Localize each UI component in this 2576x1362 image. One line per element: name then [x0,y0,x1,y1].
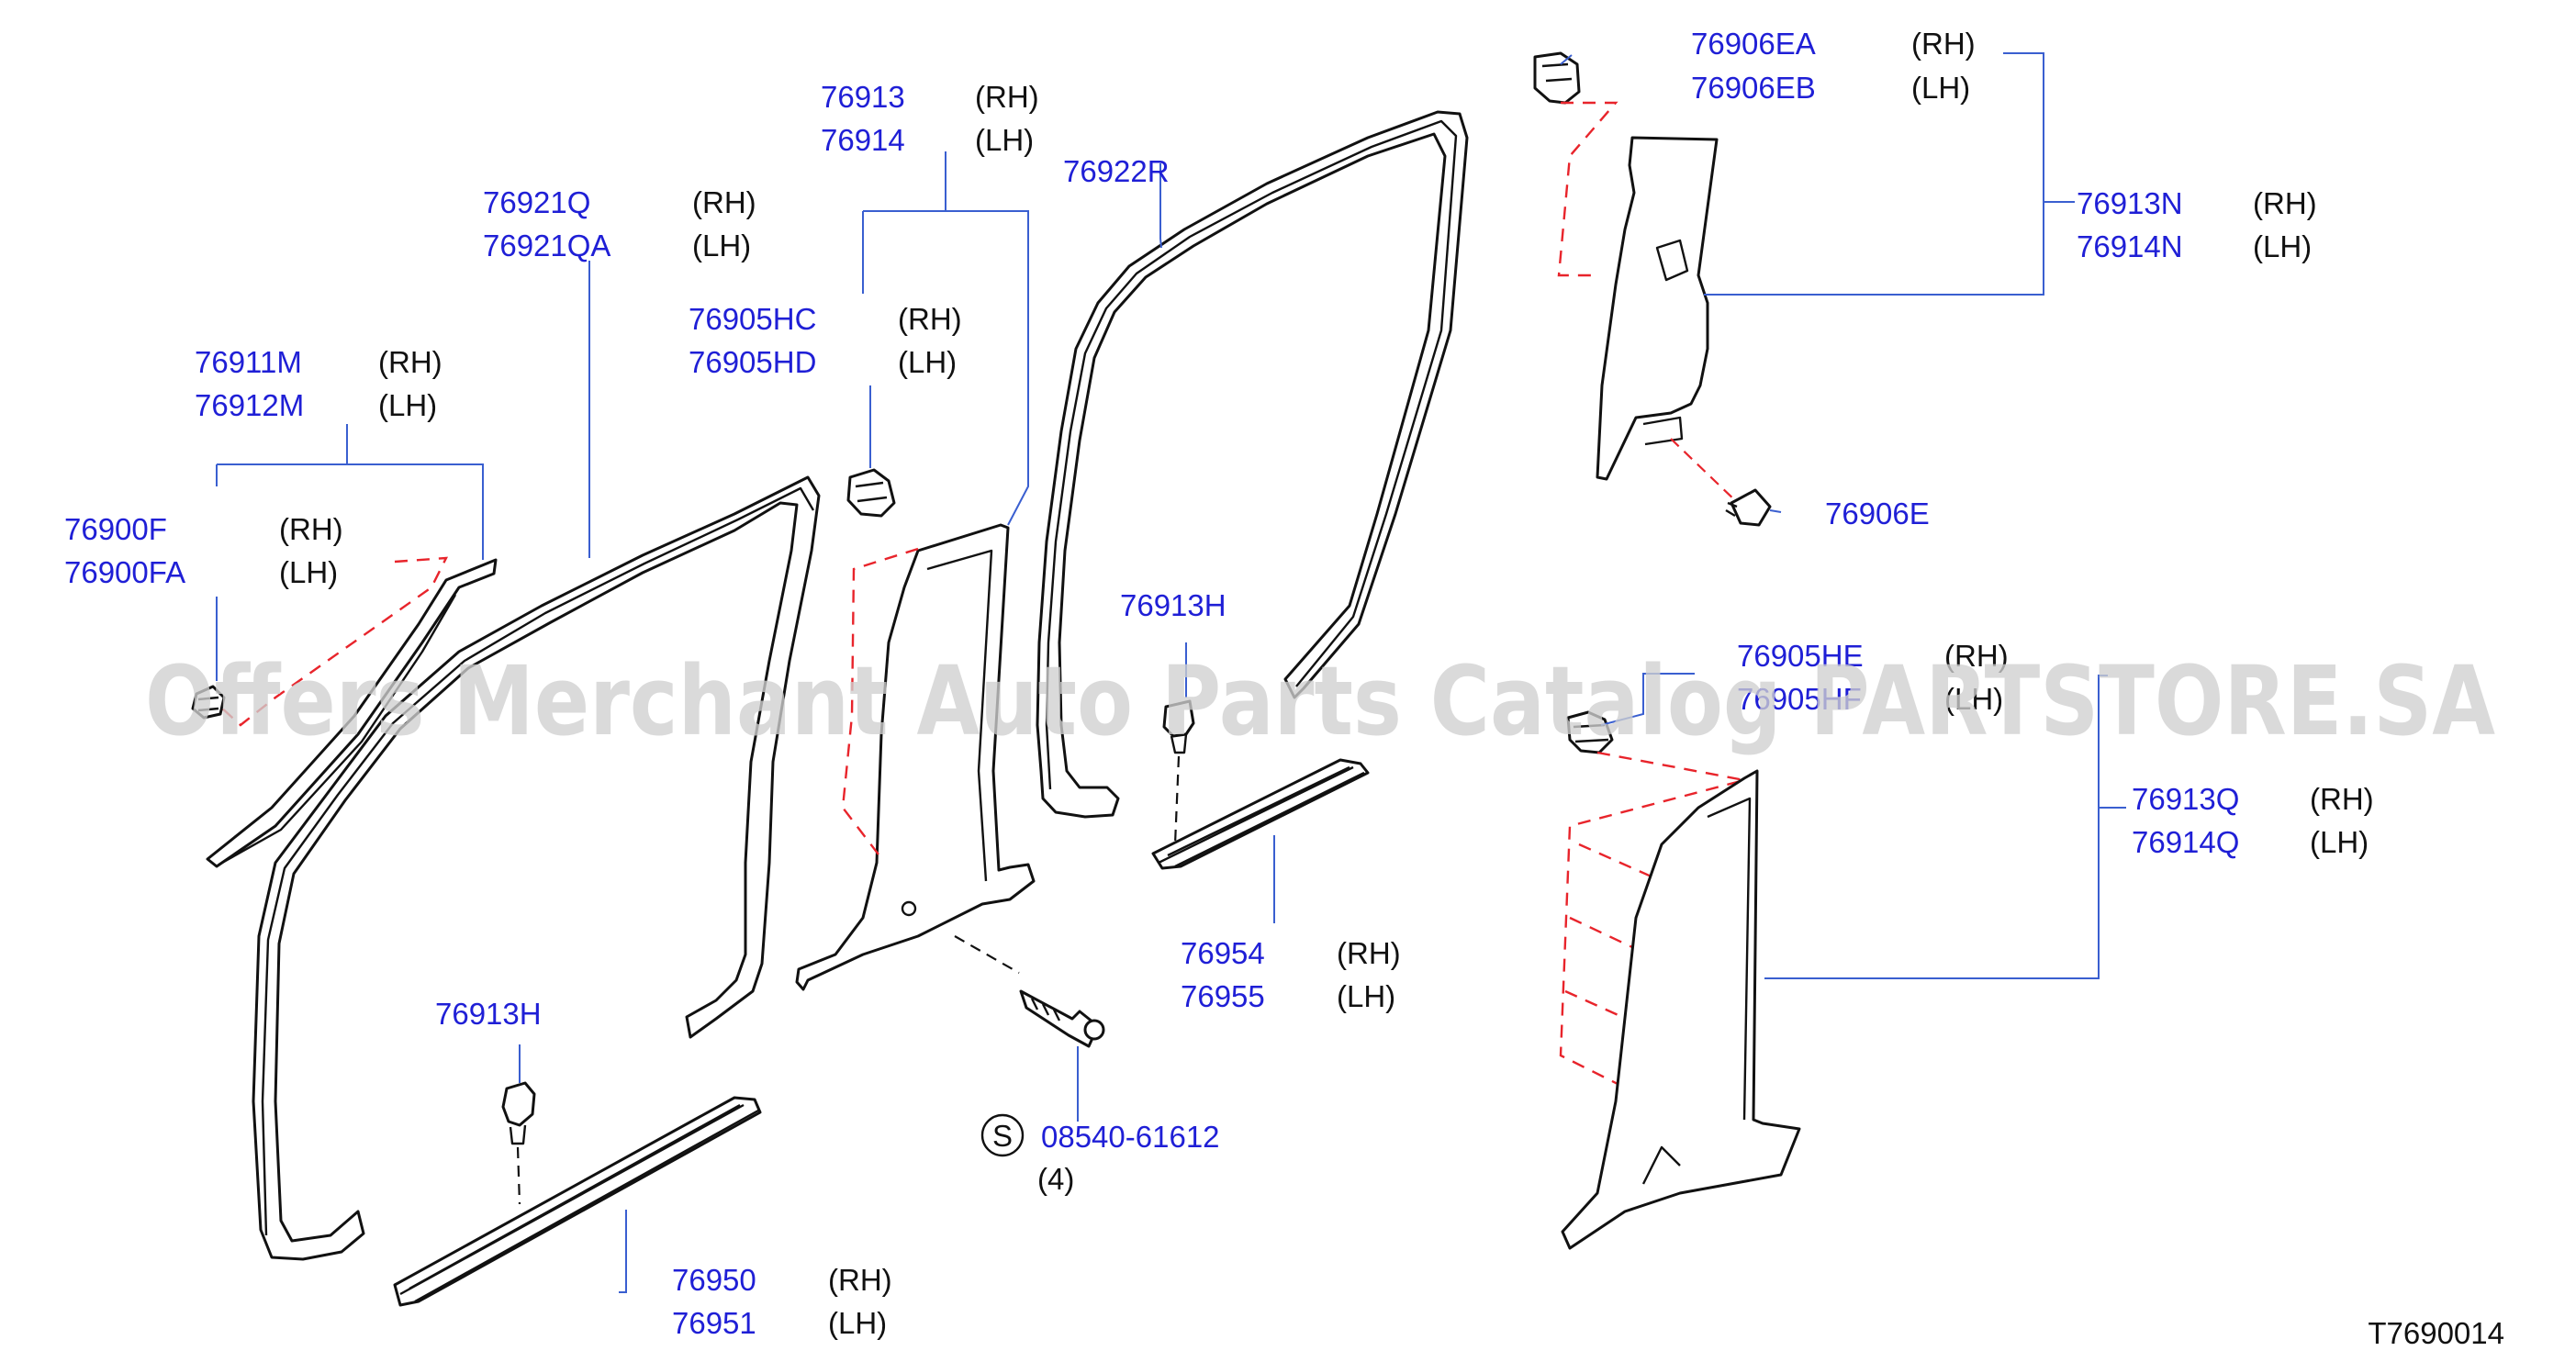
part-number: 76914N [2077,229,2183,263]
side-label: (RH) [975,80,1039,114]
side-label: (RH) [378,345,442,379]
part-number: 76913H [1120,588,1226,622]
callout-76914n[interactable]: 76914N (LH) [2077,229,2312,263]
callout-76906ea[interactable]: 76906EA (RH) [1691,27,1976,61]
part-number: 76955 [1181,979,1265,1013]
side-label: (RH) [828,1263,892,1297]
clip-76905hc [846,468,896,518]
leader-lines [216,52,2126,1293]
part-number: 76913N [2077,186,2183,220]
callout-76900f[interactable]: 76900F (RH) [64,512,343,546]
side-label: (RH) [2253,186,2317,220]
pillar-trim-76913 [795,523,1036,991]
side-label: (LH) [378,388,437,422]
callout-76950[interactable]: 76950 (RH) [672,1263,892,1297]
part-number: 76905HF [1737,682,1862,716]
callout-76921q[interactable]: 76921Q (RH) [483,185,756,219]
callout-76905hd[interactable]: 76905HD (LH) [689,345,957,379]
part-number: 76900FA [64,555,185,589]
callout-76905he[interactable]: 76905HE (RH) [1737,639,2009,673]
callout-76921qa[interactable]: 76921QA (LH) [483,229,751,262]
callout-76922r[interactable]: 76922R [1063,154,1170,188]
side-label: (LH) [1944,682,2003,716]
part-number: 08540-61612 [1041,1120,1220,1154]
part-number: 76905HE [1737,639,1864,673]
watermark-text: Offers Merchant Auto Parts Catalog PARTS… [145,645,2495,757]
part-number: 76921Q [483,185,590,219]
part-number: 76906EB [1691,71,1816,105]
part-number: 76913 [821,80,905,114]
side-label: (LH) [828,1306,887,1340]
callout-76905hf[interactable]: 76905HF (LH) [1737,682,2003,716]
screw-symbol: S [992,1119,1013,1153]
pillar-trim-76913q [1561,769,1801,1250]
sill-plate-76954 [1151,758,1370,870]
weatherstrip-76922r [1036,110,1469,819]
part-number: 76914Q [2132,825,2239,859]
clip-76906ea [1533,51,1581,105]
clip-76900f [191,685,226,720]
sill-plate-76950 [393,1096,762,1307]
side-label: (RH) [1337,936,1401,970]
side-label: (RH) [2310,782,2374,816]
callout-screw[interactable]: S 08540-61612 (4) [980,1113,1220,1196]
side-label: (LH) [1911,71,1970,105]
weatherstrip-76921q [252,475,821,1261]
part-number: 76906E [1825,497,1930,530]
callout-76913h-lower[interactable]: 76913H [435,997,542,1031]
callout-76906eb[interactable]: 76906EB (LH) [1691,71,1970,105]
callout-76914q[interactable]: 76914Q (LH) [2132,825,2369,859]
side-label: (RH) [1944,639,2009,673]
callout-76906e[interactable]: 76906E [1825,497,1930,530]
part-number: 76911M [195,345,302,379]
clip-76906e [1725,488,1772,527]
clip-76913h-upper [1162,699,1195,754]
diagram-code: T7690014 [2368,1316,2504,1350]
clip-76905he [1566,710,1614,754]
part-number: 76921QA [483,229,610,262]
clip-76913h-lower [501,1081,536,1145]
side-label: (LH) [975,123,1034,157]
callout-76951[interactable]: 76951 (LH) [672,1306,887,1340]
side-label: (LH) [1337,979,1395,1013]
side-label: (LH) [898,345,957,379]
part-number: 76900F [64,512,167,546]
callout-76955[interactable]: 76955 (LH) [1181,979,1395,1013]
callout-76912m[interactable]: 76912M (LH) [195,388,437,422]
part-number: 76914 [821,123,905,157]
side-label: (LH) [692,229,751,262]
callout-76911m[interactable]: 76911M (RH) [195,345,442,379]
side-label: (LH) [2310,825,2369,859]
part-number: 76950 [672,1263,756,1297]
part-number: 76922R [1063,154,1170,188]
callout-76914[interactable]: 76914 (LH) [821,123,1034,157]
callout-76900fa[interactable]: 76900FA (LH) [64,555,338,589]
side-label: (LH) [2253,229,2312,263]
callout-76905hc[interactable]: 76905HC (RH) [689,302,962,336]
part-number: 76905HD [689,345,816,379]
part-number: 76905HC [689,302,816,336]
screw-symbol-circle [980,1113,1025,1157]
part-number: 76913Q [2132,782,2239,816]
screw-08540-61612 [1019,989,1105,1048]
part-number: 76954 [1181,936,1265,970]
side-label: (RH) [898,302,962,336]
side-label: (RH) [692,185,756,219]
part-number: 76913H [435,997,542,1031]
trim-panel-76913n [1596,136,1719,481]
callout-76913h-upper[interactable]: 76913H [1120,588,1226,622]
callout-76913q[interactable]: 76913Q (RH) [2132,782,2374,816]
part-number: 76906EA [1691,27,1816,61]
side-label: (RH) [1911,27,1976,61]
part-number: 76951 [672,1306,756,1340]
callout-76954[interactable]: 76954 (RH) [1181,936,1401,970]
side-label: (RH) [279,512,343,546]
quantity-label: (4) [1037,1162,1074,1196]
part-number: 76912M [195,388,304,422]
side-label: (LH) [279,555,338,589]
front-pillar-strip-76911m [206,558,498,868]
callout-76913n[interactable]: 76913N (RH) [2077,186,2317,220]
callout-76913[interactable]: 76913 (RH) [821,80,1039,114]
